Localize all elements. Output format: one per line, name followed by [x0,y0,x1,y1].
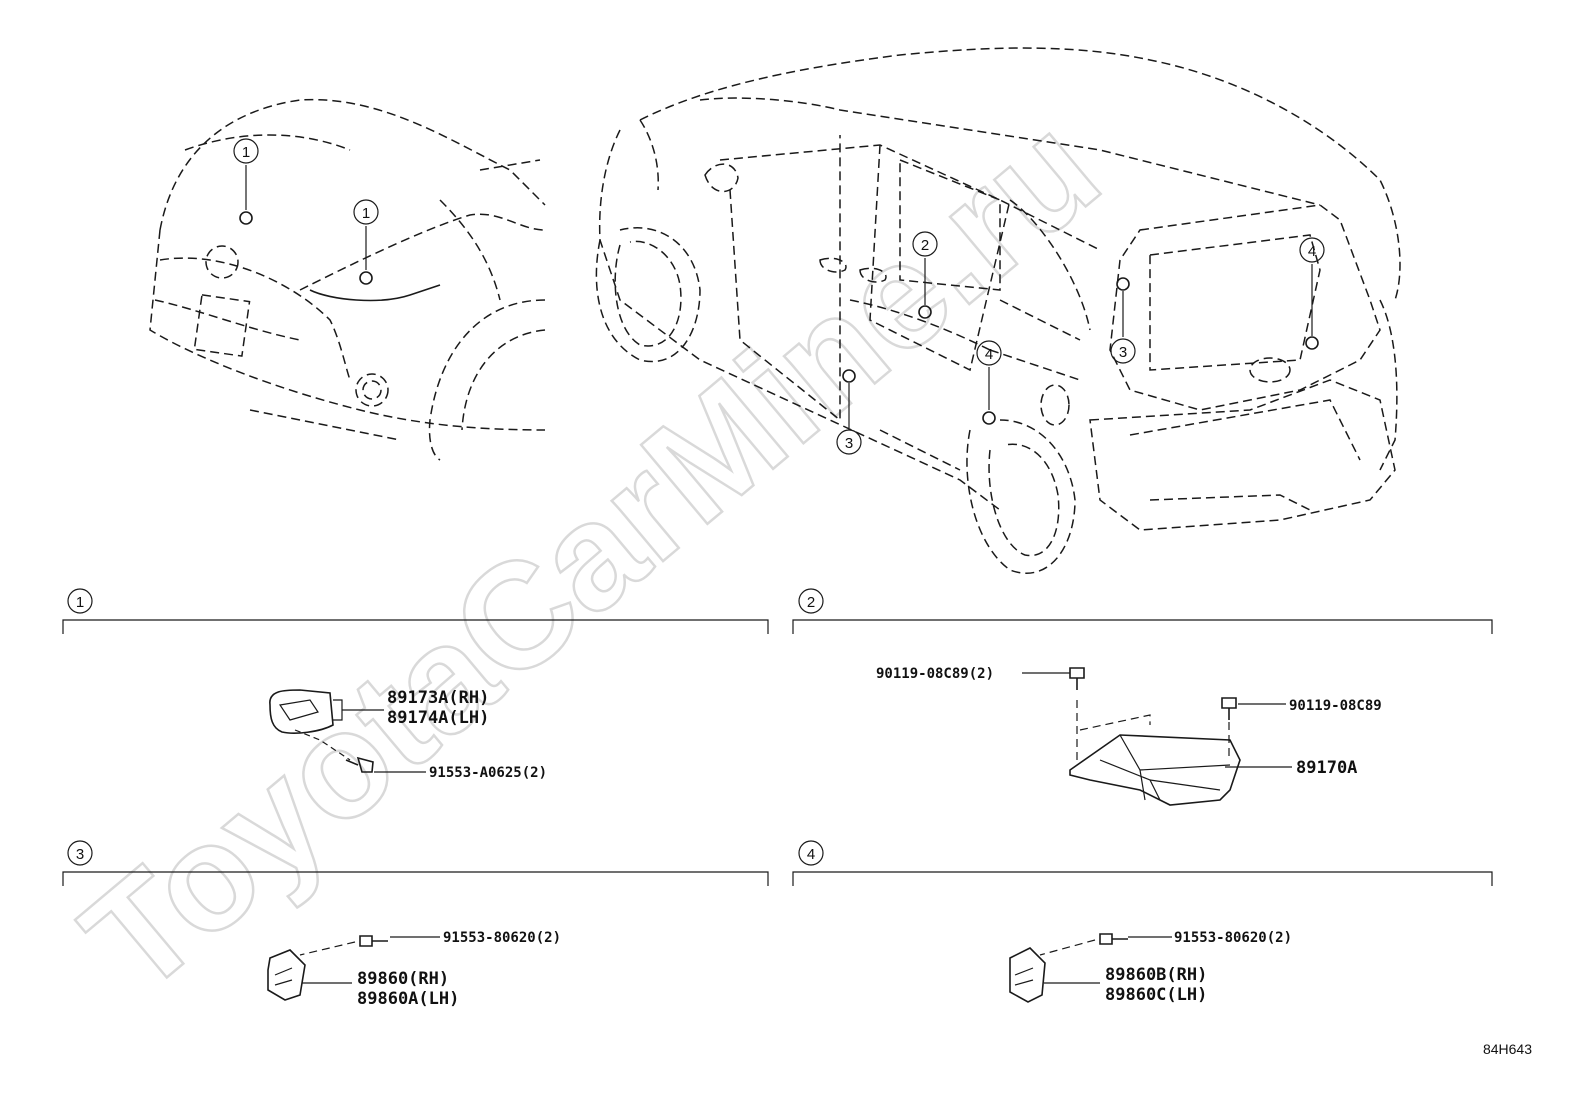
diagram-code: 84H643 [1483,1041,1532,1057]
rear-callout-4a: 4 [976,340,1002,425]
section-4-number: 4 [807,846,815,863]
section-1: 1 89173A(RH) 89174A(LH) 91553-A0625(2) [62,588,769,781]
front-callout-1a: 1 [233,138,259,225]
rear-car-view [595,47,1401,574]
part-89173A-label: 89173A(RH) [387,688,489,708]
svg-text:4: 4 [1308,243,1316,260]
part-89860-label: 89860(RH) [357,969,449,989]
watermark-text: ToyotaCarMine.ru [53,83,1129,1024]
airbag-sensor-assembly-icon [1069,734,1241,806]
svg-text:1: 1 [362,205,370,222]
section-1-number: 1 [76,594,84,611]
rear-callout-3a: 3 [836,369,862,455]
section-4: 4 91553-80620(2) 89860B(RH) 89860C(LH) [792,840,1493,1005]
part-91553-A0625-label: 91553-A0625(2) [429,765,547,781]
part-91553-80620-label-4: 91553-80620(2) [1174,930,1292,946]
svg-text:2: 2 [921,237,929,254]
rear-impact-sensor-icon [1009,947,1046,1003]
bolt-icon [1099,933,1128,945]
bolt-icon-b [1221,697,1237,720]
rear-callout-3b: 3 [1110,277,1136,364]
rear-callout-4b: 4 [1299,237,1325,350]
front-car-view [149,98,546,461]
part-90119-08C89-label: 90119-08C89 [1289,698,1382,714]
svg-text:4: 4 [985,346,993,363]
front-callout-1b: 1 [353,199,379,285]
part-89174A-label: 89174A(LH) [387,708,489,728]
bolt-icon-a [1069,667,1085,690]
section-3: 3 91553-80620(2) 89860(RH) 89860A(LH) [62,840,769,1009]
side-impact-sensor-icon [267,949,306,1001]
svg-text:1: 1 [242,144,250,161]
svg-text:3: 3 [845,435,853,452]
section-2-number: 2 [807,594,815,611]
rear-callout-2: 2 [912,231,938,319]
front-impact-sensor-icon [269,689,334,734]
section-3-number: 3 [76,846,84,863]
section-2: 2 90119-08C89(2) 90119-08C89 89170A [792,588,1493,806]
part-91553-80620-label-3: 91553-80620(2) [443,930,561,946]
bolt-icon [345,756,374,773]
part-89170A-label: 89170A [1296,758,1357,778]
part-90119-08C89-2-label: 90119-08C89(2) [876,666,994,682]
part-89860B-label: 89860B(RH) [1105,965,1207,985]
svg-text:3: 3 [1119,344,1127,361]
part-89860A-label: 89860A(LH) [357,989,459,1009]
bolt-icon [359,935,388,947]
part-89860C-label: 89860C(LH) [1105,985,1207,1005]
